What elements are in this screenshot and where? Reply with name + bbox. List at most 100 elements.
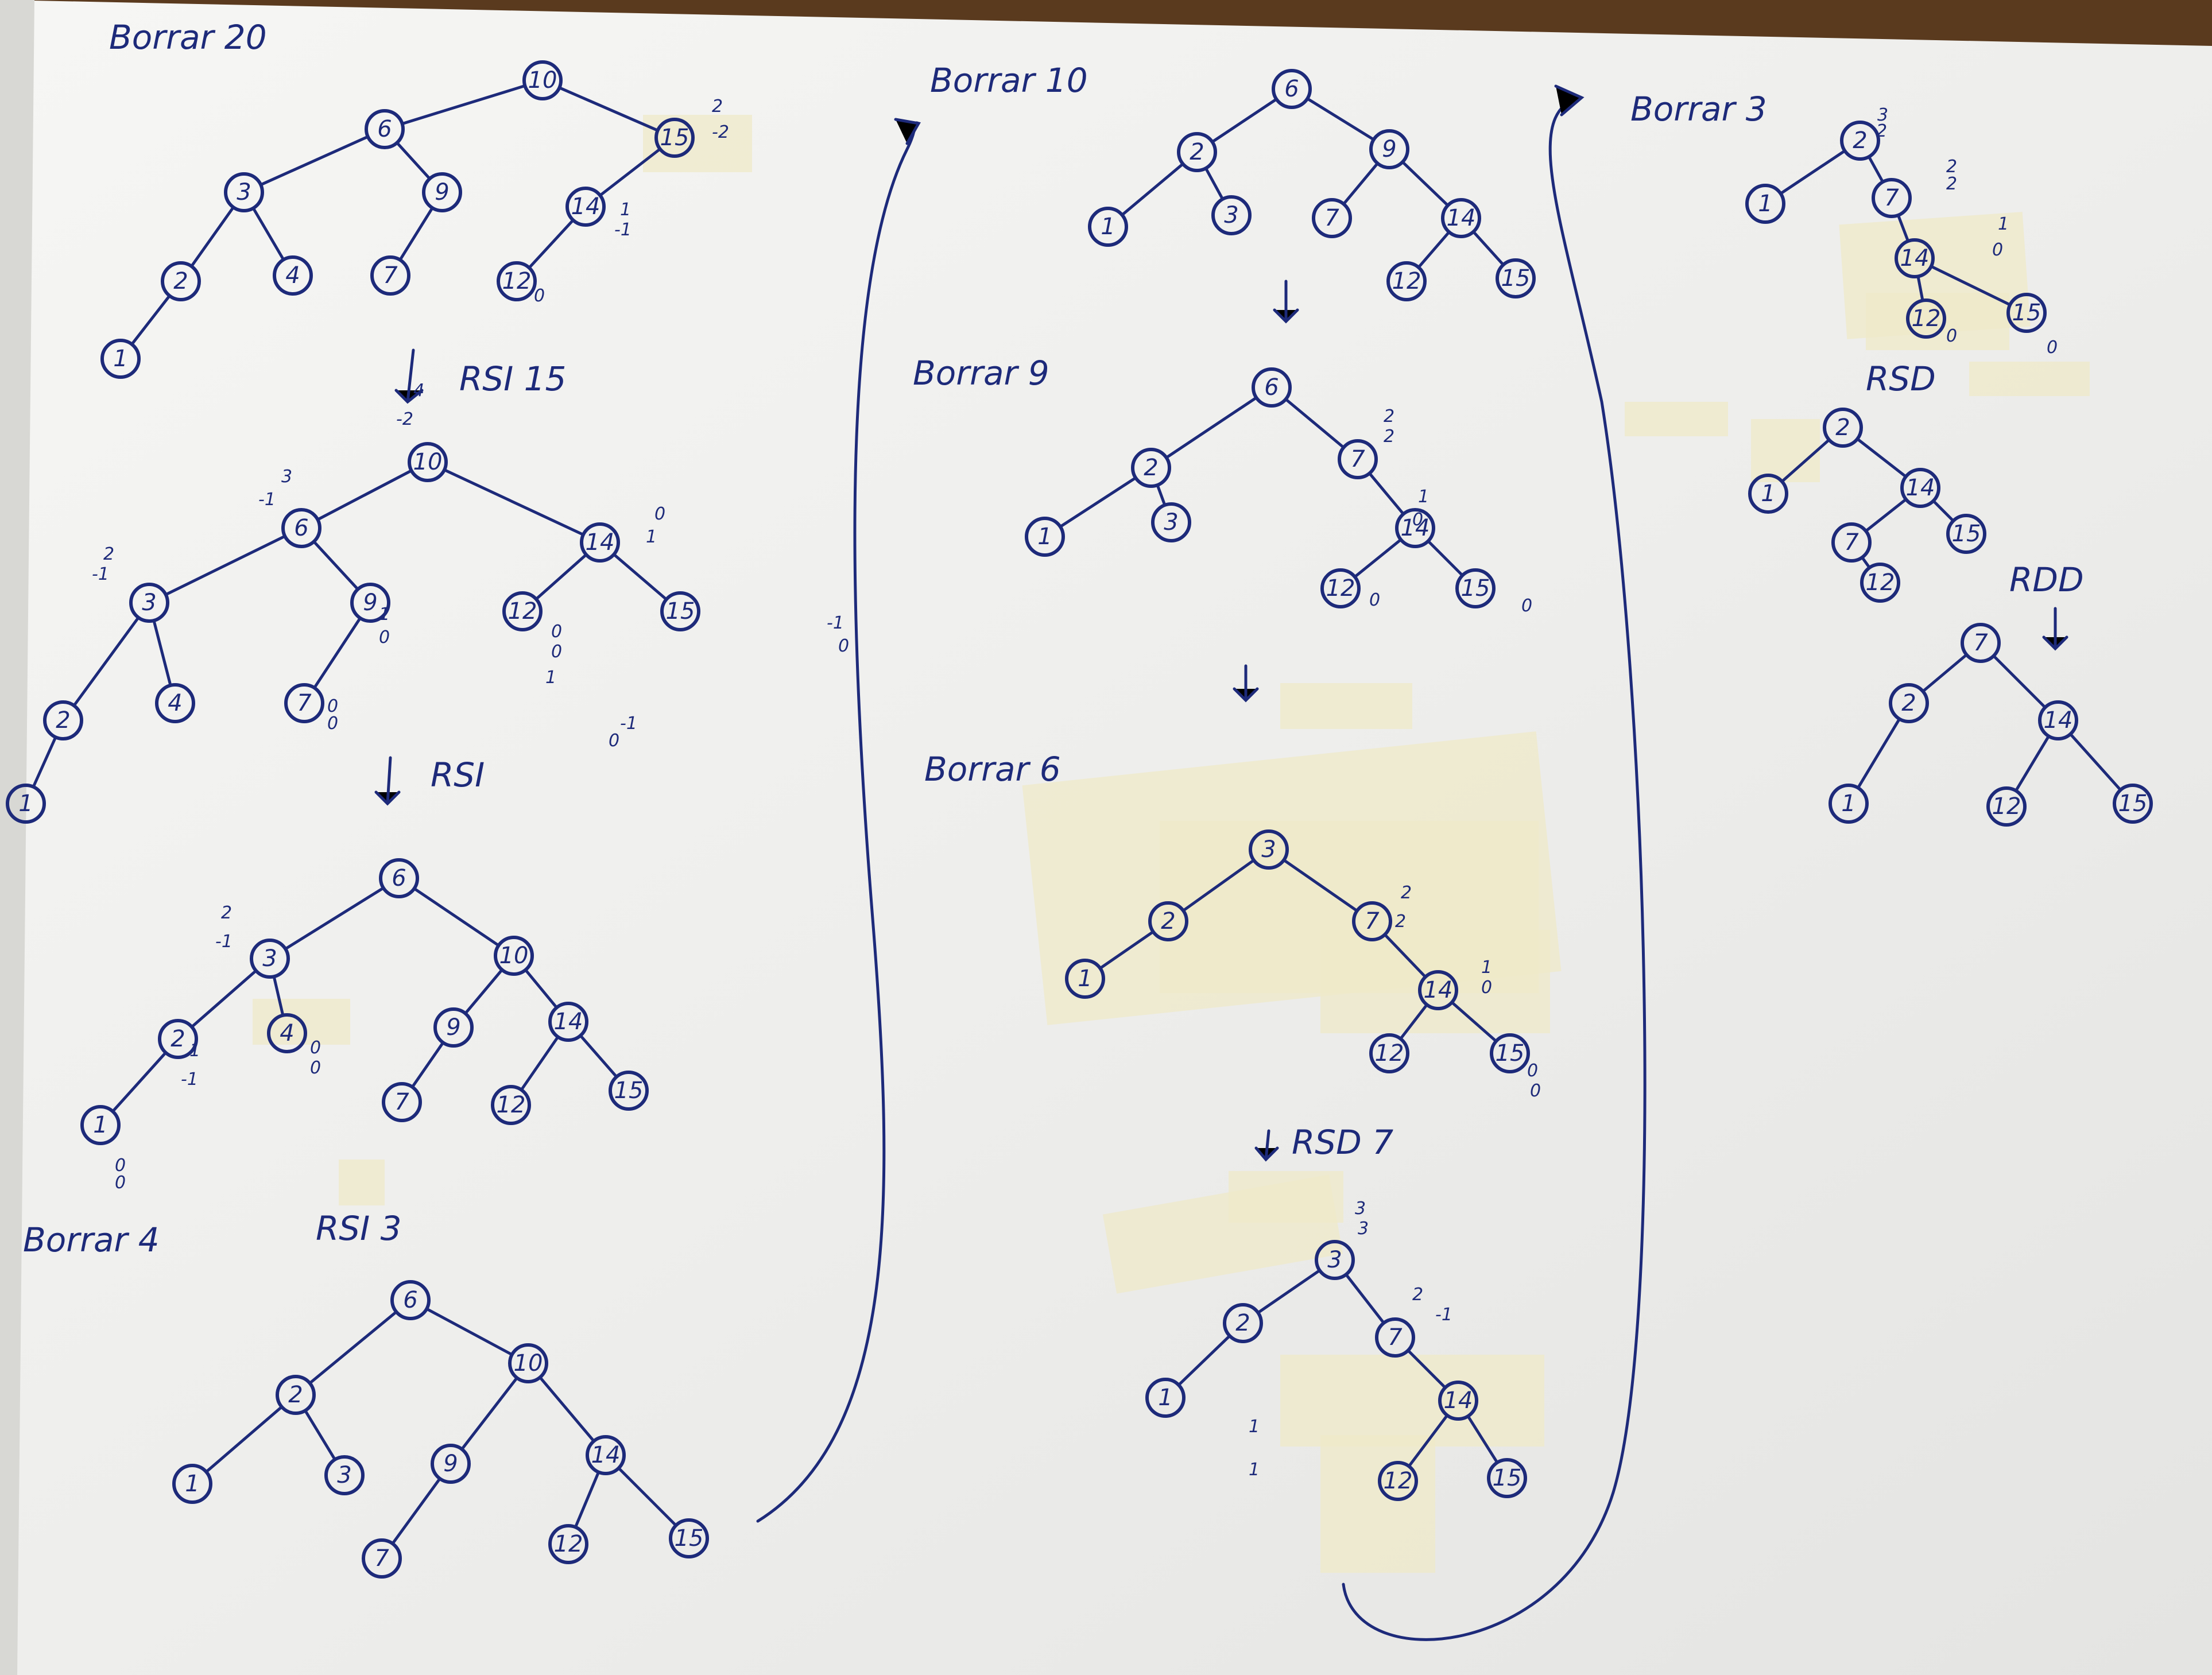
- balance-factor: 0: [609, 731, 619, 751]
- tree-edge: [112, 1052, 166, 1112]
- balance-factor: 0: [1412, 510, 1423, 530]
- tree-node-value: 2: [173, 268, 188, 294]
- balance-factor: -1: [215, 932, 233, 952]
- label-rdd: RDD: [2009, 560, 2084, 599]
- tree-node-circle: [1840, 121, 1880, 161]
- balance-factor: -2: [712, 122, 729, 142]
- tree-node-circle: [43, 700, 83, 740]
- tree-edge: [1402, 161, 1448, 206]
- tree-node-circle: [370, 255, 410, 296]
- tree-node-value: 10: [528, 67, 557, 94]
- tree-node-value: 14: [1900, 245, 1930, 272]
- tree-node-circle: [1088, 207, 1128, 247]
- tree-node-value: 12: [1992, 793, 2021, 820]
- tree-node-circle: [1906, 298, 1946, 339]
- tree-node-circle: [1131, 448, 1171, 488]
- balance-factor: 2: [1395, 912, 1406, 932]
- tree-node-value: 2: [1901, 690, 1916, 716]
- tree-node-circle: [548, 1002, 588, 1042]
- tree-edge: [191, 970, 257, 1028]
- tree-node-value: 10: [514, 1350, 543, 1377]
- tree-node-circle: [1745, 184, 1785, 224]
- balance-factor: 3: [1358, 1219, 1369, 1239]
- balance-factor: -1: [258, 490, 276, 510]
- tree-node-value: 7: [1324, 205, 1339, 231]
- tree-node-circle: [1946, 514, 1986, 554]
- tree-node-value: 14: [1906, 475, 1935, 501]
- tree-node-circle: [1490, 1033, 1530, 1073]
- tree-node-circle: [284, 683, 324, 723]
- label-borrar-6: Borrar 6: [924, 750, 1061, 789]
- step-labels: Borrar 20 RSI 15 RSI Borrar 4 RSI 3 Borr…: [23, 18, 2084, 1259]
- balance-factor: 0: [551, 642, 562, 662]
- tree-edge: [252, 207, 285, 261]
- balance-factor: 1: [189, 1041, 200, 1061]
- label-borrar-4: Borrar 4: [23, 1220, 160, 1259]
- tree-node-circle: [1386, 261, 1427, 301]
- tree-node-circle: [1378, 1461, 1418, 1501]
- balance-factor: 1: [379, 604, 390, 625]
- balance-factor: 0: [1527, 1061, 1538, 1081]
- tree-node-value: 15: [675, 1525, 704, 1552]
- tree-node-value: 14: [554, 1009, 583, 1035]
- tree-node-value: 3: [142, 590, 156, 616]
- tree-node-circle: [1252, 367, 1292, 408]
- tree-edge: [1427, 540, 1463, 576]
- tree-node-value: 2: [1144, 455, 1158, 481]
- tree-edge: [206, 1406, 282, 1473]
- balance-factor: 0: [327, 714, 338, 734]
- tree-node-value: 7: [374, 1545, 389, 1572]
- tree-node-circle: [580, 522, 620, 563]
- tree-edge: [528, 219, 574, 269]
- tree-edge: [525, 969, 557, 1009]
- tree-node-value: 14: [591, 1442, 621, 1468]
- tree-node-circle: [362, 1538, 402, 1579]
- tree-node-value: 7: [1884, 185, 1899, 211]
- balance-factors: 2-21-104-23-12-11001-10001-10002-1001-10…: [92, 96, 2058, 1480]
- tree-node-circle: [1895, 238, 1935, 278]
- tree-edge: [1922, 654, 1967, 692]
- tree-edge: [1931, 265, 2010, 306]
- tree-edge: [1257, 1269, 1320, 1314]
- tree-node-value: 12: [1912, 305, 1941, 332]
- tree-node-value: 15: [2118, 790, 2148, 817]
- tree-edge: [464, 969, 503, 1014]
- flow-arrows: [756, 84, 1647, 1641]
- tree-node-circle: [1025, 517, 1065, 557]
- label-borrar-20: Borrar 20: [109, 18, 267, 57]
- tree-edge: [313, 617, 361, 689]
- tree-node-value: 3: [1164, 509, 1178, 536]
- tree-node-circle: [408, 442, 448, 482]
- tree-node-value: 2: [1853, 127, 1867, 154]
- tree-node-value: 3: [1261, 836, 1276, 863]
- tree-node-circle: [1272, 69, 1312, 109]
- tree-node-circle: [1831, 522, 1872, 563]
- tree-node-circle: [365, 109, 405, 149]
- tree-node-value: 9: [1382, 136, 1396, 162]
- tree-edge: [1343, 162, 1378, 205]
- tree-node-value: 1: [1841, 790, 1855, 817]
- balance-factor: -1: [1435, 1305, 1452, 1325]
- tree-node-circle: [669, 1518, 709, 1558]
- tree-node-circle: [1455, 568, 1496, 608]
- tree-node-circle: [80, 1105, 121, 1145]
- balance-factor: -1: [92, 564, 109, 584]
- tree-node-circle: [379, 858, 419, 898]
- tree-node-circle: [1986, 786, 2027, 827]
- balance-factor: 0: [551, 622, 562, 642]
- balance-factor: 1: [1249, 1460, 1260, 1480]
- tree-node-circle: [273, 255, 313, 296]
- tree-node-value: 1: [1758, 191, 1772, 217]
- tree-edge: [1897, 215, 1909, 242]
- tree-node-circle: [502, 591, 543, 631]
- balance-factor: 0: [654, 504, 665, 524]
- tree-edge: [1307, 98, 1374, 141]
- tree-node-circle: [267, 1013, 307, 1053]
- tree-node-value: 1: [1078, 966, 1092, 992]
- tree-edge: [401, 84, 526, 125]
- tree-node-value: 1: [93, 1112, 107, 1138]
- tree-node-circle: [276, 1375, 316, 1415]
